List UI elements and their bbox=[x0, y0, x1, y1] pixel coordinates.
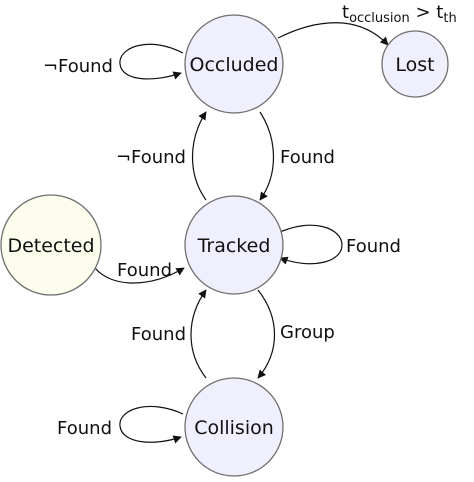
edge-detected-to-tracked bbox=[94, 267, 185, 284]
state-collision bbox=[184, 377, 284, 477]
state-lost bbox=[381, 30, 449, 98]
label-collision-to-tracked: Found bbox=[131, 324, 186, 345]
label-detected-to-tracked: Found bbox=[117, 260, 172, 281]
label-th-sub: th bbox=[443, 11, 456, 26]
label-gt-t: > t bbox=[410, 2, 444, 23]
label-t-base: t bbox=[342, 2, 349, 23]
state-tracked-label: Tracked bbox=[197, 235, 271, 257]
edge-tracked-to-occluded bbox=[191, 111, 207, 201]
label-tracked-to-occluded: ¬Found bbox=[116, 147, 186, 168]
edge-tracked-self bbox=[277, 224, 343, 265]
state-collision-label: Collision bbox=[194, 417, 274, 439]
label-t-sub: occlusion bbox=[349, 11, 410, 26]
state-lost-label: Lost bbox=[395, 54, 434, 76]
label-tracked-self: Found bbox=[346, 236, 401, 257]
label-occluded-to-tracked: Found bbox=[280, 147, 335, 168]
edge-occluded-to-lost bbox=[277, 22, 389, 46]
state-detected bbox=[0, 194, 102, 296]
label-collision-self: Found bbox=[57, 418, 112, 439]
edge-occluded-to-tracked bbox=[259, 111, 275, 201]
state-occluded-label: Occluded bbox=[190, 54, 279, 76]
label-tracked-to-collision: Group bbox=[280, 322, 335, 343]
edge-collision-self bbox=[119, 405, 184, 444]
state-detected-label: Detected bbox=[7, 235, 94, 257]
edge-occluded-self bbox=[119, 43, 184, 80]
label-occluded-self: ¬Found bbox=[43, 56, 113, 77]
label-occluded-to-lost: tocclusion > tth bbox=[342, 2, 457, 26]
state-occluded bbox=[184, 14, 284, 114]
edge-tracked-to-collision bbox=[257, 289, 275, 379]
state-tracked bbox=[184, 195, 284, 295]
edge-collision-to-tracked bbox=[190, 289, 207, 379]
